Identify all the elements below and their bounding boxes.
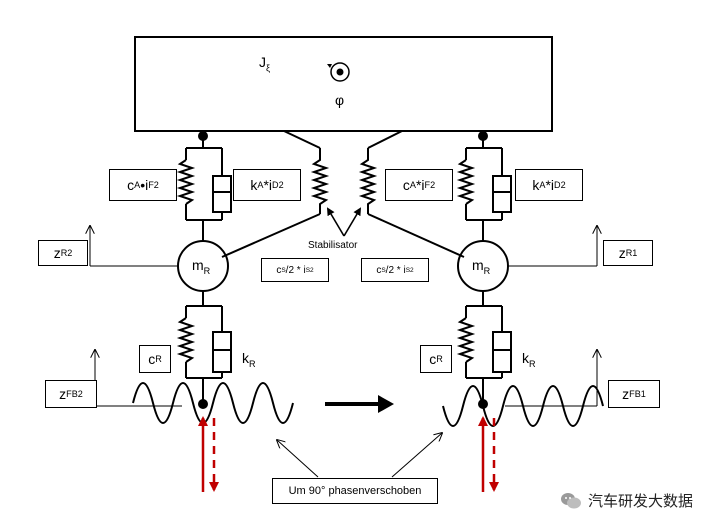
left-lower-damper-label: kR bbox=[242, 350, 256, 369]
rotation-icon bbox=[327, 62, 350, 82]
left-road-wave bbox=[132, 382, 294, 424]
left-upper-strut bbox=[176, 131, 232, 241]
force-arrows bbox=[198, 416, 499, 492]
displacement-indicators bbox=[90, 226, 597, 407]
body-inertia-label: Jξ bbox=[259, 54, 271, 73]
direction-arrowhead bbox=[378, 395, 394, 413]
phase-shift-label: Um 90° phasenverschoben bbox=[272, 478, 438, 504]
watermark-text: 汽车研发大数据 bbox=[587, 492, 693, 510]
vehicle-body bbox=[134, 36, 553, 132]
left-lower-strut bbox=[176, 291, 232, 409]
right-lower-damper-label: kR bbox=[522, 350, 536, 369]
right-upper-strut bbox=[456, 131, 512, 241]
wechat-icon bbox=[560, 492, 581, 508]
rotation-label: φ bbox=[335, 92, 345, 108]
stabilisator-pointer bbox=[326, 207, 362, 237]
right-road-wave bbox=[442, 385, 604, 427]
right-mass-label: mR bbox=[472, 257, 491, 276]
left-mass-label: mR bbox=[192, 257, 211, 276]
watermark: 汽车研发大数据 bbox=[560, 490, 693, 511]
phase-pointers bbox=[277, 433, 442, 478]
stabilisator-label: Stabilisator bbox=[308, 240, 358, 251]
stabilisator-springs bbox=[221, 130, 465, 258]
